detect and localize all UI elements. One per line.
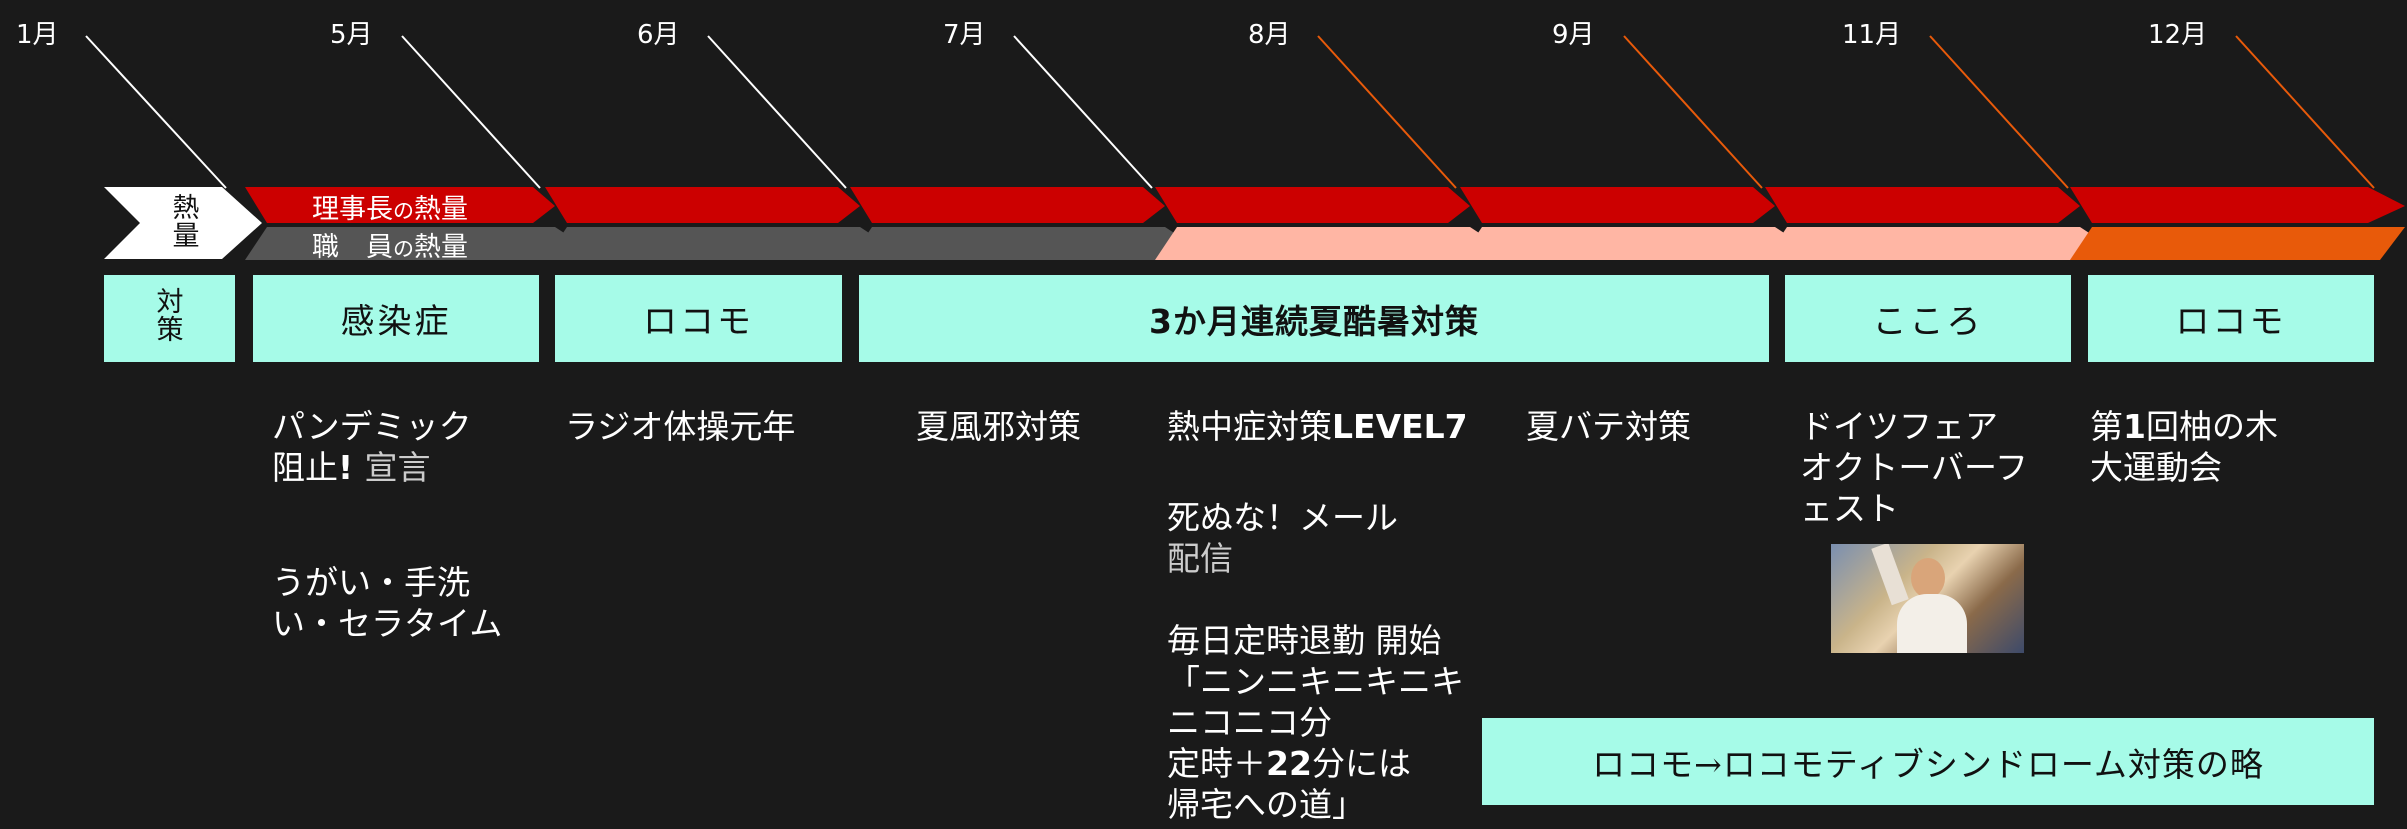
month-pointer-line: [1013, 35, 1153, 189]
month-label: 12月: [2148, 20, 2208, 50]
photo-detail: [1911, 558, 1945, 598]
note-line: 帰宅への道」: [1167, 785, 1365, 824]
staff-label-prefix: 職 員: [312, 232, 393, 263]
measure-box-summer-heat: 3か月連続夏酷暑対策: [859, 275, 1769, 362]
heat-header-char: 熱: [172, 193, 200, 224]
month-pointer-line: [1317, 35, 1457, 189]
heat-header-chevron: [104, 187, 262, 259]
note-fragment: 1: [2123, 407, 2146, 446]
note-leave-on-time: 毎日定時退勤 開始 「ニンニキニキニキ ニコニコ分 定時＋22分には 帰宅への道…: [1167, 620, 1464, 825]
measure-box-infection: 感染症: [253, 275, 539, 362]
note-sports-day: 第1回柚の木 大運動会: [2090, 406, 2278, 488]
note-german-fair: ドイツフェア オクトーバーフ ェスト: [1800, 406, 2028, 529]
staff-band-segment: [850, 227, 1188, 260]
note-fragment: !: [338, 448, 365, 487]
month-label: 8月: [1248, 20, 1291, 50]
chairman-band-segment: [545, 187, 860, 223]
chairman-band-segment: [850, 187, 1165, 223]
month-label: 11月: [1842, 20, 1902, 50]
chairman-band-segment: [1460, 187, 1775, 223]
chairman-label-prefix: 理事長: [312, 194, 393, 225]
staff-label-suffix: 熱量: [414, 232, 468, 263]
note-line: うがい・手洗: [272, 563, 470, 602]
note-fragment: 定時＋: [1167, 744, 1266, 783]
month-pointer-line: [401, 35, 541, 189]
note-fragment: 第: [2090, 407, 2123, 446]
note-fragment: 22: [1266, 744, 1312, 783]
note-line: 「ニンニキニキニキ: [1167, 662, 1464, 701]
note-line: 配信: [1167, 539, 1233, 578]
measure-box-locomo: ロコモ: [555, 275, 842, 362]
note-pandemic: パンデミック 阻止! 宣言: [272, 406, 472, 488]
staff-band-segment: [2070, 227, 2405, 260]
staff-band-label: 職 員の熱量: [312, 225, 468, 264]
month-pointer-line: [707, 35, 847, 189]
photo-detail: [1897, 594, 1967, 653]
heat-row-header: 熱 量: [166, 195, 206, 251]
note-radio: ラジオ体操元年: [565, 407, 796, 446]
heat-header-char: 量: [172, 221, 200, 252]
note-line: 第1回柚の木: [2090, 406, 2278, 447]
note-line: 死ぬな！メール: [1167, 498, 1398, 537]
locomo-definition-box: ロコモ→ロコモティブシンドローム対策の略: [1482, 718, 2374, 805]
note-line: ェスト: [1800, 489, 1899, 528]
measure-row-header: [104, 275, 235, 362]
month-pointer-line: [2235, 35, 2375, 189]
note-line: 阻止! 宣言: [272, 447, 472, 488]
month-pointer-line: [85, 35, 227, 189]
note-line: パンデミック: [272, 407, 472, 446]
measure-box-locomo-2: ロコモ: [2088, 275, 2374, 362]
note-heatstroke: 熱中症対策LEVEL7: [1167, 406, 1468, 447]
chairman-label-no: の: [393, 199, 414, 223]
chairman-band-segment: [2070, 187, 2405, 223]
note-fragment: 宣言: [364, 448, 431, 487]
note-fragment: 熱中症対策: [1167, 407, 1332, 446]
chairman-band-label: 理事長の熱量: [312, 187, 468, 226]
chairman-band-segment: [1765, 187, 2080, 223]
note-line: い・セラタイム: [272, 604, 503, 643]
photo-detail: [1871, 544, 1909, 606]
chairman-band-segment: [1155, 187, 1470, 223]
staff-label-no: の: [393, 237, 414, 261]
note-line: 大運動会: [2090, 448, 2222, 487]
note-line: 定時＋22分には: [1167, 743, 1464, 784]
note-line: 毎日定時退勤 開始: [1167, 621, 1442, 660]
note-fragment: 分には: [1311, 744, 1411, 783]
note-line: オクトーバーフ: [1800, 448, 2029, 487]
note-summer-fatigue: 夏バテ対策: [1526, 407, 1691, 446]
note-fragment: LEVEL7: [1332, 407, 1468, 446]
month-pointer-line: [1623, 35, 1763, 189]
month-label: 1月: [16, 20, 59, 50]
staff-band-segment: [545, 227, 883, 260]
chairman-label-suffix: 熱量: [414, 194, 468, 225]
note-line: ニコニコ分: [1167, 703, 1332, 742]
staff-band-segment: [1460, 227, 1798, 260]
month-label: 5月: [330, 20, 373, 50]
measure-row-header-text: 対 策: [150, 289, 190, 345]
chairman-band-segment: [245, 187, 555, 223]
measure-header-char: 対: [156, 287, 184, 318]
note-fragment: 回柚の木: [2145, 407, 2278, 446]
staff-band-segment: [1155, 227, 1493, 260]
month-label: 6月: [637, 20, 680, 50]
measure-box-mind: こころ: [1785, 275, 2071, 362]
note-gargle: うがい・手洗 い・セラタイム: [272, 562, 502, 644]
note-fragment: 阻止: [272, 448, 338, 487]
staff-band-segment: [245, 227, 578, 260]
month-label: 7月: [943, 20, 986, 50]
month-label: 9月: [1552, 20, 1595, 50]
month-pointer-line: [1929, 35, 2069, 189]
note-summer-cold: 夏風邪対策: [916, 407, 1081, 446]
oktoberfest-photo: [1831, 544, 2024, 653]
note-line: ドイツフェア: [1800, 407, 1998, 446]
staff-band-segment: [1765, 227, 2103, 260]
note-mail: 死ぬな！メール 配信: [1167, 497, 1398, 579]
measure-header-char: 策: [156, 315, 184, 346]
